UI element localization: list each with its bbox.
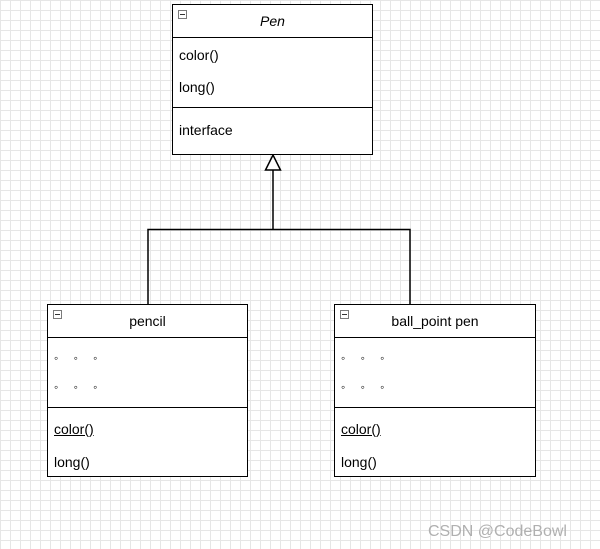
class-pen-attribute-color[interactable]: color() (173, 42, 372, 74)
class-pencil-operation-color-label: color() (54, 421, 94, 437)
class-pencil-attribute-placeholder[interactable]: ◦ ◦ ◦ (48, 374, 247, 406)
class-pencil-operation-color[interactable]: color() (48, 415, 247, 447)
class-pen-attribute-long-label: long() (179, 79, 215, 95)
generalization-arrowhead (264, 153, 282, 171)
watermark-text: CSDN @CodeBowl (428, 523, 567, 540)
class-pencil-operation-long[interactable]: long() (48, 447, 247, 479)
class-ball-point-pen-title: ball_point pen (391, 313, 479, 329)
collapse-toggle-icon[interactable] (340, 310, 349, 319)
class-pencil-operation-long-label: long() (54, 454, 90, 470)
class-ball-point-pen-operation-color-label: color() (341, 421, 381, 437)
class-ball-point-pen-operation-long-label: long() (341, 454, 377, 470)
class-pencil-operations: color() long() (48, 408, 247, 479)
class-ball-point-pen-operation-color[interactable]: color() (335, 415, 535, 447)
class-pencil-attribute-placeholder[interactable]: ◦ ◦ ◦ (48, 342, 247, 374)
class-ball-point-pen-attribute-placeholder-label: ◦ ◦ ◦ (341, 380, 391, 394)
class-pen-operation-interface[interactable]: interface (173, 116, 372, 144)
collapse-toggle-icon[interactable] (53, 310, 62, 319)
class-ball-point-pen-header[interactable]: ball_point pen (335, 305, 535, 338)
class-pen-attribute-color-label: color() (179, 47, 219, 63)
class-pen-attribute-long[interactable]: long() (173, 74, 372, 106)
class-pencil-attribute-placeholder-label: ◦ ◦ ◦ (54, 351, 104, 365)
class-pencil-attributes: ◦ ◦ ◦ ◦ ◦ ◦ (48, 338, 247, 408)
class-pen-attributes: color() long() (173, 38, 372, 108)
class-pen-operations: interface (173, 108, 372, 144)
class-ball-point-pen[interactable]: ball_point pen ◦ ◦ ◦ ◦ ◦ ◦ color() long(… (334, 304, 536, 477)
class-ball-point-pen-attribute-placeholder[interactable]: ◦ ◦ ◦ (335, 342, 535, 374)
class-ball-point-pen-attributes: ◦ ◦ ◦ ◦ ◦ ◦ (335, 338, 535, 408)
class-pencil-header[interactable]: pencil (48, 305, 247, 338)
class-pen-title: Pen (260, 13, 285, 29)
class-ball-point-pen-operation-long[interactable]: long() (335, 447, 535, 479)
class-ball-point-pen-attribute-placeholder-label: ◦ ◦ ◦ (341, 351, 391, 365)
collapse-toggle-icon[interactable] (178, 10, 187, 19)
class-ball-point-pen-operations: color() long() (335, 408, 535, 479)
class-pencil-title: pencil (129, 313, 166, 329)
class-pen[interactable]: Pen color() long() interface (172, 4, 373, 155)
class-pen-header[interactable]: Pen (173, 5, 372, 38)
class-pen-operation-interface-label: interface (179, 122, 233, 138)
class-ball-point-pen-attribute-placeholder[interactable]: ◦ ◦ ◦ (335, 374, 535, 406)
class-pencil[interactable]: pencil ◦ ◦ ◦ ◦ ◦ ◦ color() long() (47, 304, 248, 477)
class-pencil-attribute-placeholder-label: ◦ ◦ ◦ (54, 380, 104, 394)
generalization-branch-line[interactable] (147, 228, 411, 306)
